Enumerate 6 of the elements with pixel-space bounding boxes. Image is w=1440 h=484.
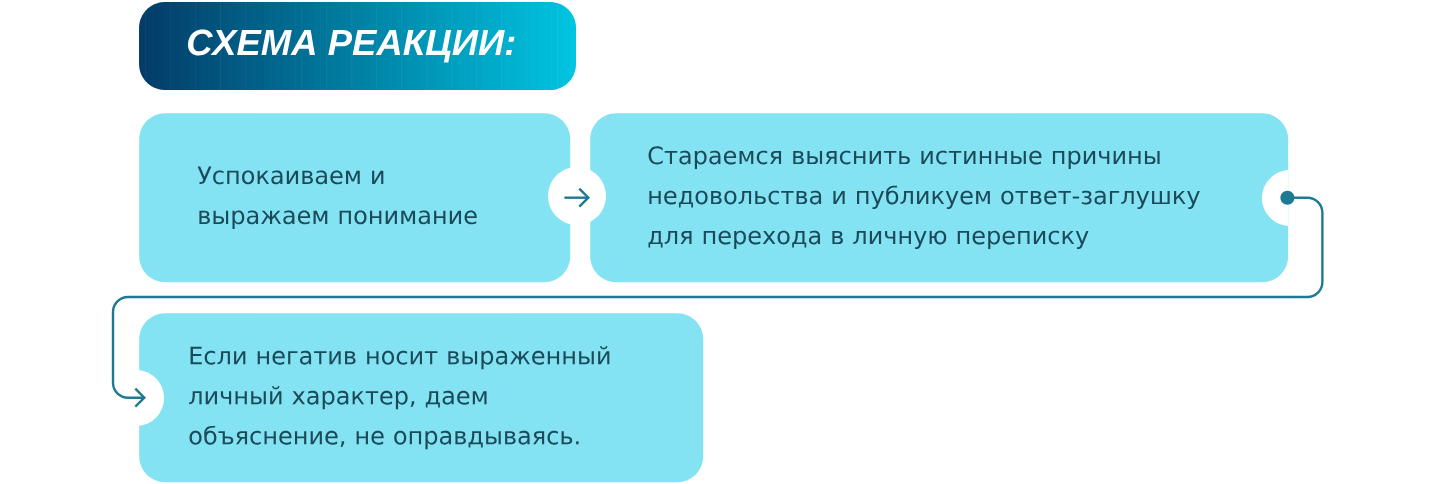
title: СХЕМА РЕАКЦИИ: [188,29,515,63]
connector-arrow [564,187,590,208]
step-box: Успокаиваем и выражаем понимание [139,113,571,283]
connector-arrow [111,196,1324,408]
step-box: Стараемся выяснить истинные причины недовольства и публикуем ответ-заглушку для перехода в личную переписку [590,113,1289,283]
step-box: Если негатив носит выраженный личный характер, даем объяснение, не оправдываясь. [139,313,704,483]
